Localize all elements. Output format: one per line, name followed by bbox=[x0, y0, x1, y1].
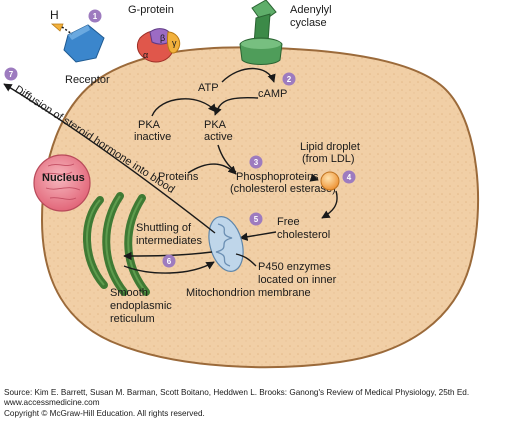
proteins-label: Proteins bbox=[158, 171, 199, 183]
svg-text:2: 2 bbox=[287, 75, 292, 84]
p450-label-line1: P450 enzymes bbox=[258, 261, 331, 273]
mitochondrion-label: Mitochondrion bbox=[186, 287, 255, 299]
g-protein-gamma-label: γ bbox=[172, 38, 177, 48]
phosphoproteins-to-lipid-arrow bbox=[309, 173, 319, 182]
step-badge-6: 6 bbox=[162, 254, 176, 268]
lipid-droplet-icon bbox=[320, 171, 340, 191]
source-citation: Source: Kim E. Barrett, Susan M. Barman,… bbox=[4, 388, 470, 397]
mitochondrion-icon bbox=[208, 216, 244, 272]
camp-label: cAMP bbox=[258, 88, 287, 100]
pka-inactive-to-active-arrow bbox=[151, 98, 217, 117]
p450-label-line2: located on inner bbox=[258, 274, 337, 286]
pka-active-label-line2: active bbox=[204, 131, 233, 143]
svg-text:6: 6 bbox=[167, 257, 172, 266]
ser-label-line2: endoplasmic bbox=[110, 300, 172, 312]
receptor-icon bbox=[63, 24, 105, 63]
p450-pointer-line bbox=[235, 253, 257, 267]
g-protein-label: G-protein bbox=[128, 4, 174, 16]
ser-label-line1: Smooth bbox=[110, 287, 148, 299]
nucleus-icon bbox=[33, 154, 91, 212]
svg-text:3: 3 bbox=[254, 158, 259, 167]
g-protein-alpha-label: α bbox=[143, 50, 148, 60]
step-badge-2: 2 bbox=[282, 72, 296, 86]
hormone-label: H bbox=[50, 8, 59, 22]
adenylyl-cyclase-label-line1: Adenylyl bbox=[290, 4, 332, 16]
diffusion-arrow bbox=[3, 83, 216, 234]
g-protein-beta-label: β bbox=[160, 33, 165, 43]
receptor-label: Receptor bbox=[65, 74, 110, 86]
shuttling-label-line1: Shuttling of bbox=[136, 222, 192, 234]
pka-inactive-label-line1: PKA bbox=[138, 119, 161, 131]
cell-body bbox=[40, 46, 480, 369]
step-badge-7: 7 bbox=[4, 67, 18, 81]
lipid-droplet-label-line1: Lipid droplet bbox=[300, 141, 360, 153]
atp-label: ATP bbox=[198, 82, 219, 94]
step-badge-5: 5 bbox=[249, 212, 263, 226]
source-link[interactable]: www.accessmedicine.com bbox=[4, 398, 100, 408]
step-badge-1: 1 bbox=[88, 9, 102, 23]
svg-text:5: 5 bbox=[254, 215, 259, 224]
ser-label-line3: reticulum bbox=[110, 313, 155, 325]
shuttling-label-line2: intermediates bbox=[136, 235, 203, 247]
step-badge-4: 4 bbox=[342, 170, 356, 184]
p450-label-line3: membrane bbox=[258, 287, 311, 299]
atp-to-camp-arrow bbox=[221, 67, 276, 83]
phosphoproteins-label-line1: Phosphoproteins bbox=[236, 171, 319, 183]
lipid-to-free-cholesterol-arrow bbox=[321, 190, 338, 219]
source-credit: Source: Kim E. Barrett, Susan M. Barman,… bbox=[4, 388, 516, 419]
adenylyl-cyclase-icon bbox=[239, 0, 283, 65]
step-badge-3: 3 bbox=[249, 155, 263, 169]
pka-inactive-label-line2: inactive bbox=[134, 131, 171, 143]
svg-text:4: 4 bbox=[347, 173, 352, 182]
lipid-droplet-label-line2: (from LDL) bbox=[302, 153, 355, 165]
svg-text:1: 1 bbox=[93, 12, 98, 21]
free-cholesterol-label-line1: Free bbox=[277, 216, 300, 228]
svg-text:7: 7 bbox=[9, 70, 14, 79]
hormone-binding-dash bbox=[61, 26, 73, 35]
adenylyl-cyclase-label-line2: cyclase bbox=[290, 17, 327, 29]
proteins-to-phosphoproteins-arrow bbox=[187, 163, 237, 175]
free-cholesterol-to-mitochondrion-arrow bbox=[239, 231, 277, 241]
free-cholesterol-label-line2: cholesterol bbox=[277, 229, 330, 241]
shuttling-arrow-to-mito bbox=[123, 261, 215, 274]
g-protein-icon bbox=[136, 28, 181, 63]
steroidogenesis-diagram: H Receptor β γ α G-protein Adenylyl cycl… bbox=[3, 0, 480, 369]
copyright-notice: Copyright © McGraw-Hill Education. All r… bbox=[4, 408, 205, 418]
smooth-er-icon bbox=[82, 192, 150, 296]
phosphoproteins-label-line2: (cholesterol esterase) bbox=[230, 183, 336, 195]
pka-active-label-line1: PKA bbox=[204, 119, 227, 131]
nucleus-label: Nucleus bbox=[42, 172, 85, 184]
hormone-icon bbox=[50, 23, 64, 32]
